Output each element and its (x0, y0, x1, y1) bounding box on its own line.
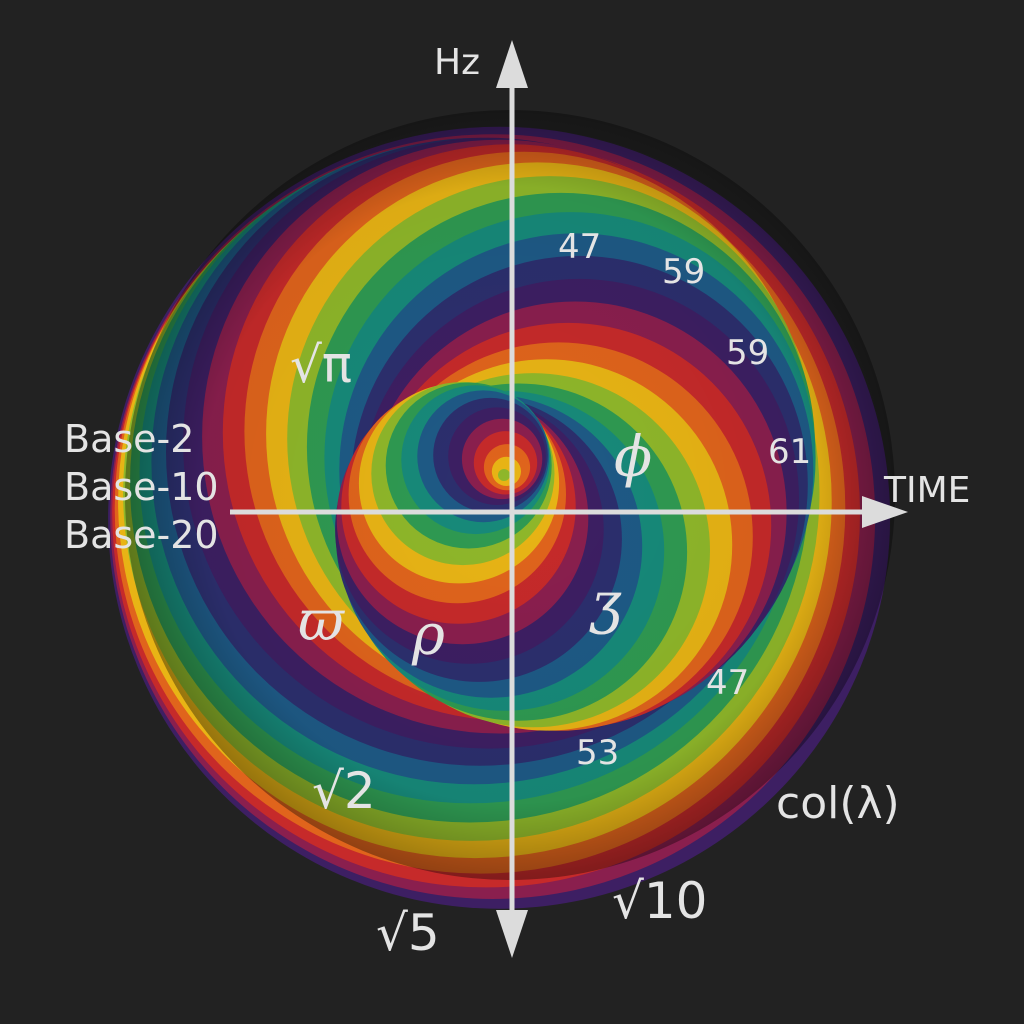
right-arrow-icon (862, 496, 908, 528)
rho-symbol: ρ (411, 603, 445, 668)
three-glyph-symbol: ʒ (589, 571, 622, 636)
phi-symbol: ϕ (614, 425, 652, 490)
base-label: Base-10 (64, 465, 219, 509)
base-label: Base-2 (64, 417, 194, 461)
down-arrow-icon (496, 910, 528, 958)
number-label: 47 (706, 663, 749, 703)
number-label: 47 (558, 227, 601, 267)
pi-variant-symbol: ϖ (298, 589, 345, 654)
number-label: 59 (726, 333, 769, 373)
number-label: 59 (662, 252, 705, 292)
number-label: 61 (768, 432, 811, 472)
up-arrow-icon (496, 40, 528, 88)
vertical-axis-label: Hz (434, 42, 480, 83)
axes (230, 40, 908, 958)
number-label: 53 (576, 733, 619, 773)
base-label: Base-20 (64, 513, 219, 557)
sqrt-5-label: √5 (376, 904, 440, 962)
horizontal-axis-label: TIME (883, 470, 970, 511)
sqrt-pi-label: √π (290, 336, 352, 394)
sqrt-2-label: √2 (312, 762, 376, 820)
sqrt-10-label: √10 (612, 872, 707, 930)
col-lambda-label: col(λ) (776, 778, 900, 829)
